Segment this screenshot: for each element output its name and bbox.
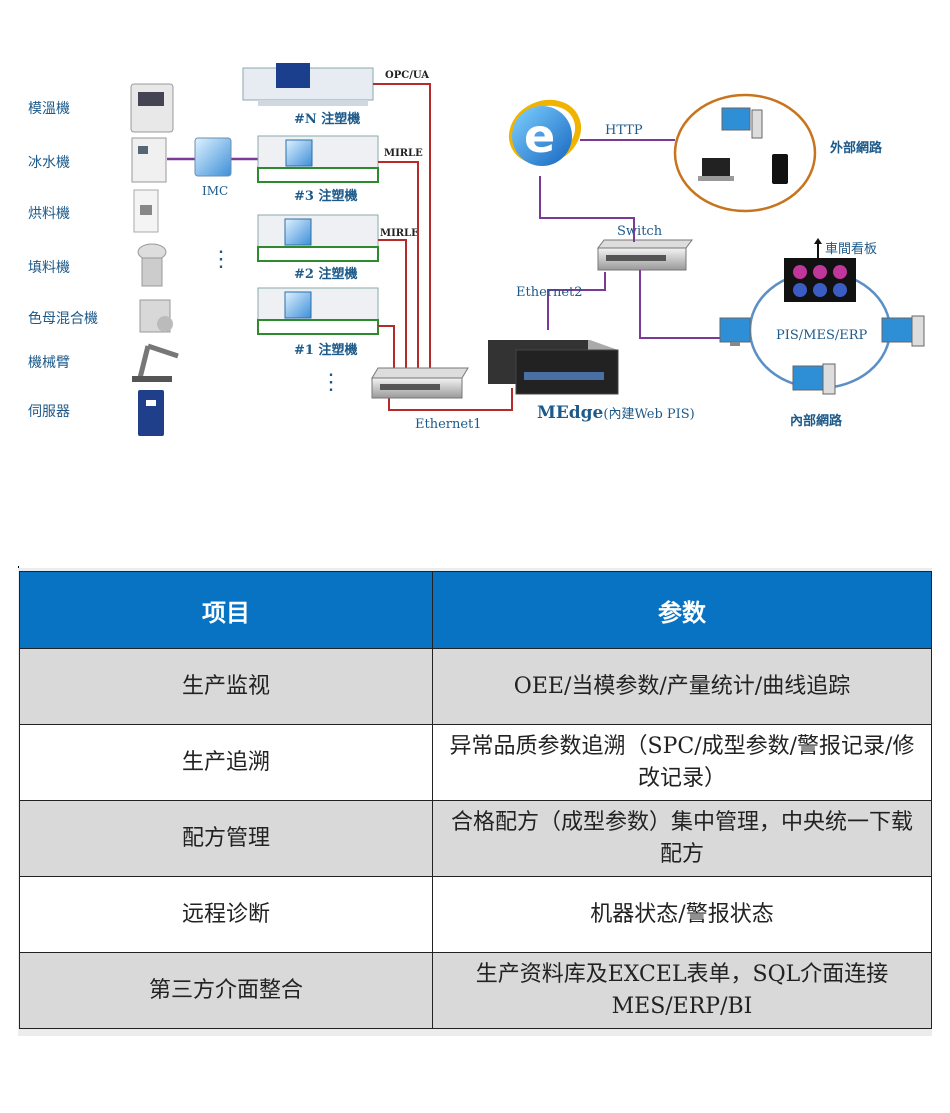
machine-1-icon [257, 287, 379, 335]
dryer-unit-icon [133, 189, 159, 233]
peripheral-devices [130, 83, 179, 436]
peripheral-dryer: 烘料機 [28, 206, 70, 222]
external-devices [698, 107, 788, 184]
more-machines-dots: ⋮ [320, 370, 342, 395]
servo-drive-icon [138, 390, 164, 436]
machine-2-icon [257, 214, 379, 262]
svg-text:e: e [524, 109, 555, 163]
row-param: 生产资料库及EXCEL表单，SQL介面连接MES/ERP/BI [432, 952, 932, 1029]
protocol-opcua: OPC/UA [385, 70, 429, 81]
row-item: 生产追溯 [19, 724, 433, 801]
header-item: 项目 [19, 571, 433, 649]
medge-box-icon [488, 340, 619, 395]
peripheral-chiller: 冰水機 [28, 155, 70, 171]
robot-arm-icon [132, 343, 179, 382]
workshop-board-icon [784, 258, 856, 302]
row-param: OEE/当模参数/产量统计/曲线追踪 [432, 648, 932, 725]
external-network-label: 外部網路 [829, 140, 883, 156]
machine-2-label: #2 注塑機 [294, 266, 357, 282]
table-row: 生产追溯 异常品质参数追溯（SPC/成型参数/警报记录/修改记录） [19, 724, 932, 801]
machine-labels: #N 注塑機 #3 注塑機 #2 注塑機 #1 注塑機 [294, 111, 360, 358]
table-row: 远程诊断 机器状态/警报状态 [19, 876, 932, 953]
medge-main: MEdge [537, 403, 604, 423]
peripheral-labels: 模溫機 冰水機 烘料機 填料機 色母混合機 機械臂 伺服器 [28, 101, 98, 420]
row-param: 机器状态/警报状态 [432, 876, 932, 953]
pis-mes-erp-label: PIS/MES/ERP [776, 328, 868, 343]
imc-gateway-icon [194, 137, 232, 177]
laptop-icon [698, 158, 734, 181]
pc-right-icon [881, 315, 925, 347]
mold-temp-unit-icon [130, 83, 174, 133]
ethernet2-link [547, 272, 606, 330]
injection-machines [242, 63, 379, 335]
peripheral-server: 伺服器 [28, 404, 70, 420]
imc-label: IMC [202, 184, 228, 198]
row-param: 异常品质参数追溯（SPC/成型参数/警报记录/修改记录） [432, 724, 932, 801]
board-arrow-head [814, 238, 822, 244]
internal-pcs [719, 315, 925, 395]
row-item: 配方管理 [19, 800, 433, 877]
table-row: 第三方介面整合 生产资料库及EXCEL表单，SQL介面连接MES/ERP/BI [19, 952, 932, 1029]
row-item: 第三方介面整合 [19, 952, 433, 1029]
desktop-pc-icon [721, 107, 763, 139]
row-item: 生产监视 [19, 648, 433, 725]
machine-1-label: #1 注塑機 [294, 342, 357, 358]
ethernet2-label: Ethernet2 [516, 285, 583, 300]
row-param: 合格配方（成型参数）集中管理，中央统一下载配方 [432, 800, 932, 877]
spec-table: 项目 参数 生产监视 OEE/当模参数/产量统计/曲线追踪 生产追溯 异常品质参… [19, 571, 932, 1029]
peripheral-mold-temp: 模溫機 [28, 101, 70, 117]
machine-3-label: #3 注塑機 [294, 188, 357, 204]
pc-left-icon [719, 317, 751, 346]
pc-bottom-icon [792, 363, 836, 395]
switch-label: Switch [617, 224, 663, 239]
ethernet1-switch-icon [371, 367, 469, 399]
network-diagram: 模溫機 冰水機 烘料機 填料機 色母混合機 機械臂 伺服器 IMC ⋮ [28, 63, 925, 436]
more-devices-dots: ⋮ [210, 247, 232, 272]
http-label: HTTP [605, 123, 643, 138]
machine-3-icon [257, 135, 379, 183]
row-item: 远程诊断 [19, 876, 433, 953]
workshop-board-label: 車間看板 [825, 241, 877, 257]
ethernet1-label: Ethernet1 [415, 417, 482, 432]
medge-sub: (內建Web PIS) [603, 407, 694, 422]
protocol-mirle-2: MIRLE [380, 228, 419, 239]
table-row: 生产监视 OEE/当模参数/产量统计/曲线追踪 [19, 648, 932, 725]
table-header-row: 项目 参数 [19, 571, 932, 649]
browser-to-switch-link [539, 176, 635, 242]
protocol-mirle-3: MIRLE [384, 148, 423, 159]
web-browser-icon: e [508, 99, 582, 166]
external-network-ring [673, 93, 817, 213]
peripheral-robot-arm: 機械臂 [28, 355, 70, 371]
machine-n-icon [242, 63, 374, 106]
spec-table-container: 项目 参数 生产监视 OEE/当模参数/产量统计/曲线追踪 生产追溯 异常品质参… [18, 568, 932, 1036]
medge-label: MEdge(內建Web PIS) [537, 403, 695, 423]
internal-network-label: 內部網路 [790, 413, 843, 429]
mixer-unit-icon [139, 299, 173, 333]
feeder-unit-icon [137, 243, 167, 287]
switch-icon [597, 239, 693, 271]
machine-n-label: #N 注塑機 [294, 111, 360, 127]
header-param: 参数 [432, 571, 932, 649]
protocol-labels: OPC/UA MIRLE MIRLE [380, 70, 429, 239]
chiller-unit-icon [131, 137, 167, 183]
peripheral-feeder: 填料機 [28, 260, 70, 276]
peripheral-mixer: 色母混合機 [28, 310, 98, 327]
table-row: 配方管理 合格配方（成型参数）集中管理，中央统一下载配方 [19, 800, 932, 877]
smartphone-icon [772, 154, 788, 184]
ethernet1-lines [373, 83, 513, 411]
switch-to-internal-link [639, 270, 720, 339]
